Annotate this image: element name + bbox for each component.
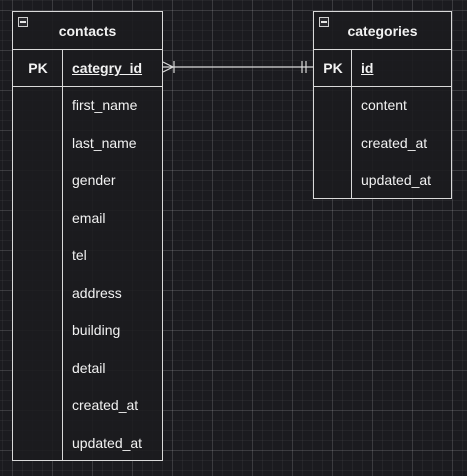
field-row[interactable]: building: [72, 322, 121, 338]
field-row[interactable]: email: [72, 209, 106, 226]
primary-key-row[interactable]: PK id: [314, 50, 451, 87]
primary-key-row[interactable]: PK categry_id: [13, 50, 162, 87]
field-row[interactable]: first_name: [72, 97, 138, 113]
crows-foot-icon: [162, 61, 175, 73]
entity-header[interactable]: contacts: [13, 12, 162, 50]
field-row[interactable]: last_name: [72, 134, 137, 151]
one-and-only-one-icon: [301, 61, 307, 73]
field-row[interactable]: created_at: [72, 397, 139, 413]
key-column-divider: [13, 87, 63, 460]
entity-title: contacts: [58, 23, 117, 39]
key-column-divider: [13, 50, 63, 86]
field-row[interactable]: created_at: [361, 134, 428, 151]
field-row[interactable]: content: [361, 97, 407, 113]
entity-title: categories: [347, 23, 418, 39]
entity-categories[interactable]: categories PK id content created_at upda…: [313, 11, 452, 199]
field-row[interactable]: address: [72, 284, 122, 301]
key-column-divider: [314, 87, 352, 198]
key-column-divider: [314, 50, 352, 86]
field-row[interactable]: updated_at: [72, 434, 143, 451]
pk-field-name: categry_id: [72, 60, 143, 76]
collapse-icon[interactable]: [18, 17, 28, 27]
field-row[interactable]: updated_at: [361, 172, 432, 188]
field-row[interactable]: tel: [72, 247, 87, 263]
pk-label: PK: [28, 60, 48, 76]
entity-fields: first_name last_name gender email tel ad…: [13, 87, 162, 460]
field-row[interactable]: gender: [72, 172, 116, 188]
entity-contacts[interactable]: contacts PK categry_id first_name last_n…: [12, 11, 163, 461]
pk-label: PK: [323, 60, 343, 76]
pk-field-name: id: [361, 60, 374, 76]
field-row[interactable]: detail: [72, 359, 106, 376]
entity-header[interactable]: categories: [314, 12, 451, 50]
entity-fields: content created_at updated_at: [314, 87, 451, 198]
collapse-icon[interactable]: [319, 17, 329, 27]
